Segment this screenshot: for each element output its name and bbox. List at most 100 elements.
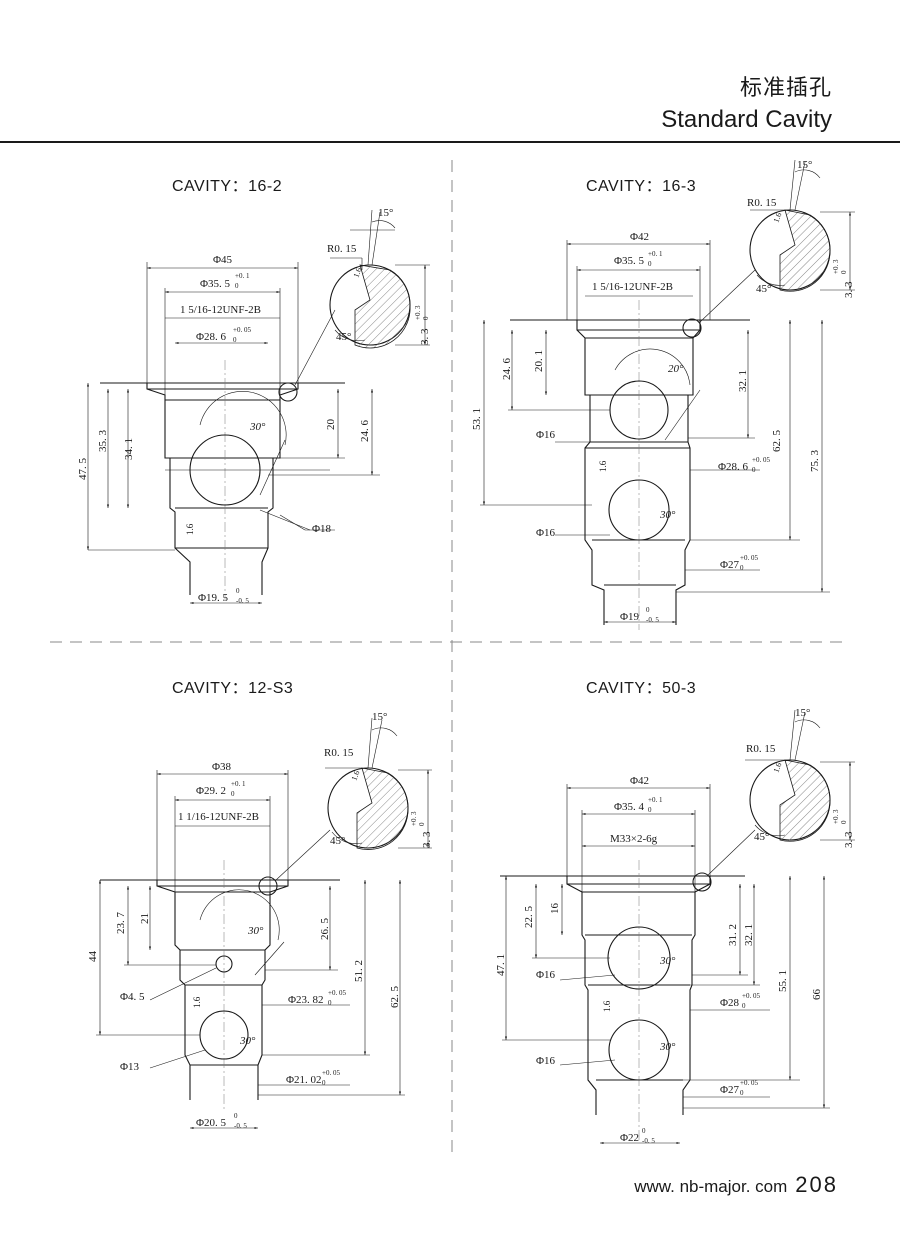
c4-port1: Φ16 (536, 969, 556, 981)
c4-dim-a: 47. 1 (495, 954, 507, 976)
c2-dim-d: 32. 1 (737, 370, 749, 392)
svg-text:1.6: 1.6 (772, 761, 784, 773)
c3-finish: 1.6 (192, 996, 202, 1008)
c4-d-tip: Φ22 (620, 1132, 639, 1144)
c2-port1: Φ16 (536, 429, 556, 441)
c3-dim-b: 23. 7 (115, 912, 127, 935)
c4-d-tip-tol-lo: -0. 5 (642, 1137, 655, 1145)
c3-dim-a: 44 (87, 951, 99, 963)
c1-angle-bottom: 45° (336, 331, 351, 343)
c4-dim-c: 16 (549, 903, 561, 915)
c3-dim-e: 51. 2 (353, 960, 365, 982)
c4-angle-side: 30° (659, 955, 676, 967)
c3-d-tip-tol-lo: -0. 5 (234, 1122, 247, 1130)
c3-d-tip: Φ20. 5 (196, 1117, 227, 1129)
page-title-cn: 标准插孔 (739, 76, 832, 101)
c4-thread: M33×2-6g (610, 833, 658, 845)
c3-d-sealing-tol-up: +0. 1 (231, 780, 246, 788)
c3-d-sealing: Φ29. 2 (196, 785, 226, 797)
c2-finish: 1.6 (598, 460, 608, 472)
c4-d-sealing-tol-lo: 0 (648, 806, 652, 814)
c3-port2: Φ13 (120, 1061, 140, 1073)
cavity-title-50-3: CAVITY：50-3 (586, 680, 697, 697)
c3-d-outer: Φ38 (212, 761, 232, 773)
c1-d-tip: Φ19. 5 (198, 592, 229, 604)
svg-text:1.6: 1.6 (352, 266, 364, 278)
c4-d-low-tol-lo: 0 (740, 1089, 744, 1097)
c3-d-sealing-tol-lo: 0 (231, 790, 235, 798)
c2-port2: Φ16 (536, 527, 556, 539)
c3-depth-tol-up: +0. 3 (410, 811, 418, 826)
c1-dim-c: 34. 1 (123, 438, 135, 460)
c2-dim-c: 20. 1 (533, 350, 545, 372)
page-title-en: Standard Cavity (661, 106, 832, 133)
c4-angle-side2: 30° (659, 1041, 676, 1053)
c1-d-bore-tol-lo: 0 (233, 336, 237, 344)
c4-d-mid-tol-up: +0. 05 (742, 992, 760, 1000)
c3-d-tip-tol-up: 0 (234, 1112, 238, 1120)
c2-depth-tol-up: +0. 3 (832, 259, 840, 274)
c3-angle-bottom: 45° (330, 835, 345, 847)
c4-depth-tol: 3. 3 (843, 831, 855, 848)
c1-angle-side: 30° (249, 421, 266, 433)
c3-angle-top: 15° (372, 711, 387, 723)
c3-d-mid-tol-lo: 0 (328, 999, 332, 1007)
c2-angle-bottom: 45° (756, 283, 771, 295)
c1-dim-d: 20 (325, 419, 337, 431)
c4-d-low: Φ27 (720, 1084, 740, 1096)
c3-d-low-tol-lo: 0 (322, 1079, 326, 1087)
c3-depth-tol: 3. 3 (421, 831, 433, 848)
c4-angle-top: 15° (795, 707, 810, 719)
c3-angle-side: 30° (247, 925, 264, 937)
c2-angle-side: 20° (668, 363, 684, 375)
c3-dim-d: 26. 5 (319, 918, 331, 941)
c1-d-bore-tol-up: +0. 05 (233, 326, 251, 334)
c2-dim-f: 75. 3 (809, 450, 821, 473)
cavity-16-3-drawing: 1.6 (480, 159, 855, 630)
cavity-16-2-drawing: 1.6 (86, 209, 430, 605)
c1-dim-b: 35. 3 (97, 430, 109, 453)
c1-port: Φ18 (312, 523, 332, 535)
header-rule (0, 141, 900, 143)
c2-d-mid: Φ28. 6 (718, 461, 749, 473)
c1-depth-tol-lo: 0 (422, 316, 430, 320)
c1-thread: 1 5/16-12UNF-2B (180, 304, 261, 316)
c1-d-bore: Φ28. 6 (196, 331, 227, 343)
c4-depth-tol-lo: 0 (840, 820, 848, 824)
c2-r-radius: R0. 15 (747, 197, 777, 209)
c2-d-mid-tol-lo: 0 (752, 466, 756, 474)
c3-port1: Φ4. 5 (120, 991, 145, 1003)
cavity-title-12-s3: CAVITY：12-S3 (172, 680, 294, 697)
c4-d-sealing: Φ35. 4 (614, 801, 645, 813)
c4-dim-d2: 32. 1 (743, 924, 755, 946)
c1-dim-e: 24. 6 (359, 420, 371, 443)
c2-d-sealing-tol-up: +0. 1 (648, 250, 663, 258)
c2-d-tip-tol-up: 0 (646, 606, 650, 614)
c2-d-mid-tol-up: +0. 05 (752, 456, 770, 464)
cavity-12-s3-drawing: 1.6 (96, 717, 432, 1130)
c2-dim-e: 62. 5 (771, 430, 783, 453)
c3-r-radius: R0. 15 (324, 747, 354, 759)
c4-dim-b: 22. 5 (523, 906, 535, 929)
c3-depth-tol-lo: 0 (418, 822, 426, 826)
c3-d-low-tol-up: +0. 05 (322, 1069, 340, 1077)
c4-d-low-tol-up: +0. 05 (740, 1079, 758, 1087)
c1-depth-tol-up: +0. 3 (414, 305, 422, 320)
c3-d-mid: Φ23. 82 (288, 994, 324, 1006)
c3-angle-side2: 30° (239, 1035, 256, 1047)
c2-d-tip-tol-lo: -0. 5 (646, 616, 659, 624)
footer-url: www. nb-major. com (634, 1177, 788, 1196)
c1-d-tip-tol-lo: -0. 5 (236, 597, 249, 605)
c2-depth-tol-lo: 0 (840, 270, 848, 274)
c1-d-outer: Φ45 (213, 254, 233, 266)
c4-d-tip-tol-up: 0 (642, 1127, 646, 1135)
c3-dim-f: 62. 5 (389, 986, 401, 1009)
c4-d-mid: Φ28 (720, 997, 740, 1009)
c2-d-sealing-tol-lo: 0 (648, 260, 652, 268)
c4-finish: 1.6 (602, 1000, 612, 1012)
c1-finish: 1.6 (185, 523, 195, 535)
svg-text:1.6: 1.6 (772, 211, 784, 223)
c4-d-sealing-tol-up: +0. 1 (648, 796, 663, 804)
c2-thread: 1 5/16-12UNF-2B (592, 281, 673, 293)
